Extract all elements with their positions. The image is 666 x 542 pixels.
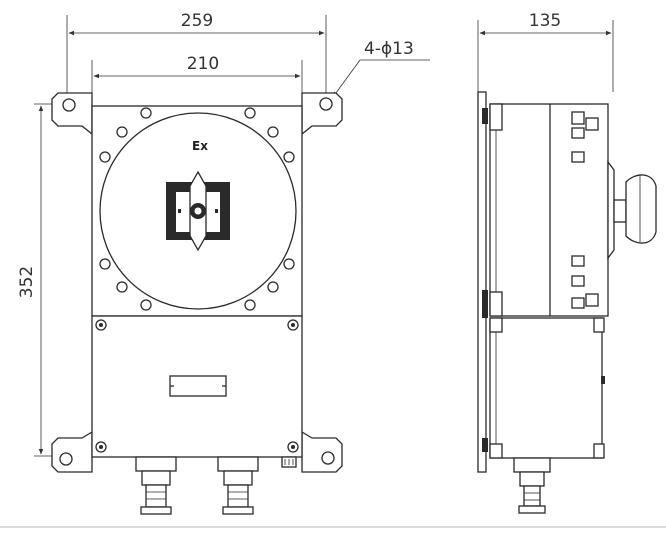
dim-label-210: 210	[187, 54, 219, 74]
earth-stud	[281, 456, 297, 468]
mounting-ear-bottom-left	[51, 430, 93, 473]
side-cable-gland	[513, 457, 551, 514]
mounting-ear-top-left	[51, 92, 93, 136]
side-mounting-plate	[477, 91, 487, 473]
dim-label-352: 352	[17, 266, 37, 298]
front-view: 259 210 352 4-ϕ13	[17, 11, 430, 515]
cable-gland-left	[135, 456, 177, 515]
dimension-box-width: 210	[91, 54, 303, 106]
side-cover-dome	[607, 160, 615, 260]
dimension-height: 352	[17, 103, 70, 457]
hole-callout: 4-ϕ13	[332, 39, 430, 98]
rotary-switch	[166, 170, 230, 252]
side-view: 135	[477, 11, 657, 514]
ex-marking: Ex	[192, 139, 208, 153]
hole-callout-label: 4-ϕ13	[364, 39, 414, 59]
nameplate	[169, 375, 227, 397]
dimension-overall-width: 259	[66, 11, 327, 94]
cover-bolts	[99, 107, 295, 311]
flameproof-cover	[99, 112, 297, 310]
mounting-ear-bottom-right	[301, 430, 343, 473]
dimension-depth: 135	[477, 11, 614, 92]
side-switch-handle	[613, 174, 657, 244]
cable-gland-right	[217, 456, 259, 515]
mounting-ear-top-right	[301, 92, 343, 136]
side-plate-tabs	[482, 108, 488, 452]
side-cover-bolts	[571, 111, 599, 309]
side-upper-body	[489, 103, 609, 317]
lower-enclosure	[91, 315, 303, 458]
side-lower-body	[489, 317, 603, 459]
dim-label-259: 259	[181, 11, 213, 31]
enclosure-corner-bolts	[95, 319, 299, 453]
dim-label-135: 135	[529, 11, 561, 31]
